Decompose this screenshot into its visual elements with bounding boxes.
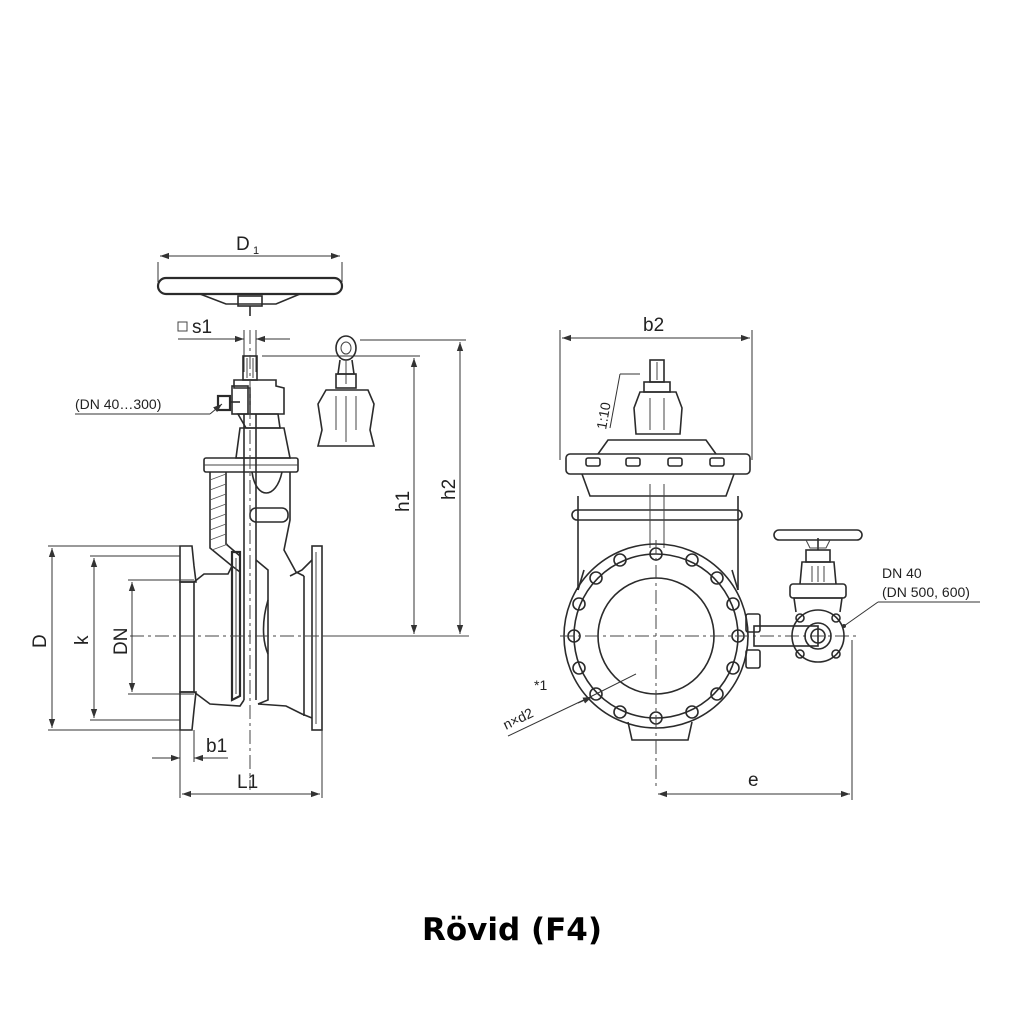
dim-label-D1: D [236,234,250,255]
flange-bolt-holes [567,547,745,725]
footnote-marker: *1 [534,677,547,693]
dim-label-D1-subscript: 1 [253,245,259,257]
front-view: b2 1:10 [500,315,980,800]
dim-label-b1: b1 [206,736,227,757]
dim-label-k: k [72,635,93,645]
dim-label-L1: L1 [237,772,258,793]
side-view: D 1 s1 (DN 40…300) [30,234,470,798]
dim-label-h1: h1 [393,491,414,512]
hatch-wall [209,473,229,551]
dim-label-b2: b2 [643,315,664,336]
bypass-handwheel [773,529,863,541]
bypass-range-label: (DN 500, 600) [882,584,970,600]
dim-label-h2: h2 [439,479,460,500]
dim-label-DN: DN [111,628,132,655]
dim-label-e: e [748,770,759,791]
bonnet-bolts [585,457,725,467]
drawing-caption: Rövid (F4) [421,912,603,948]
dim-label-s1: s1 [192,317,212,338]
square-symbol-icon [177,321,188,332]
handwheel [156,276,344,316]
dim-label-D: D [30,634,51,648]
taper-label: 1:10 [593,401,614,431]
t-key-detail [316,335,376,447]
bypass-dn-label: DN 40 [882,565,922,581]
bolt-hole-label: n×d2 [500,704,536,732]
dn-range-label: (DN 40…300) [75,396,161,412]
